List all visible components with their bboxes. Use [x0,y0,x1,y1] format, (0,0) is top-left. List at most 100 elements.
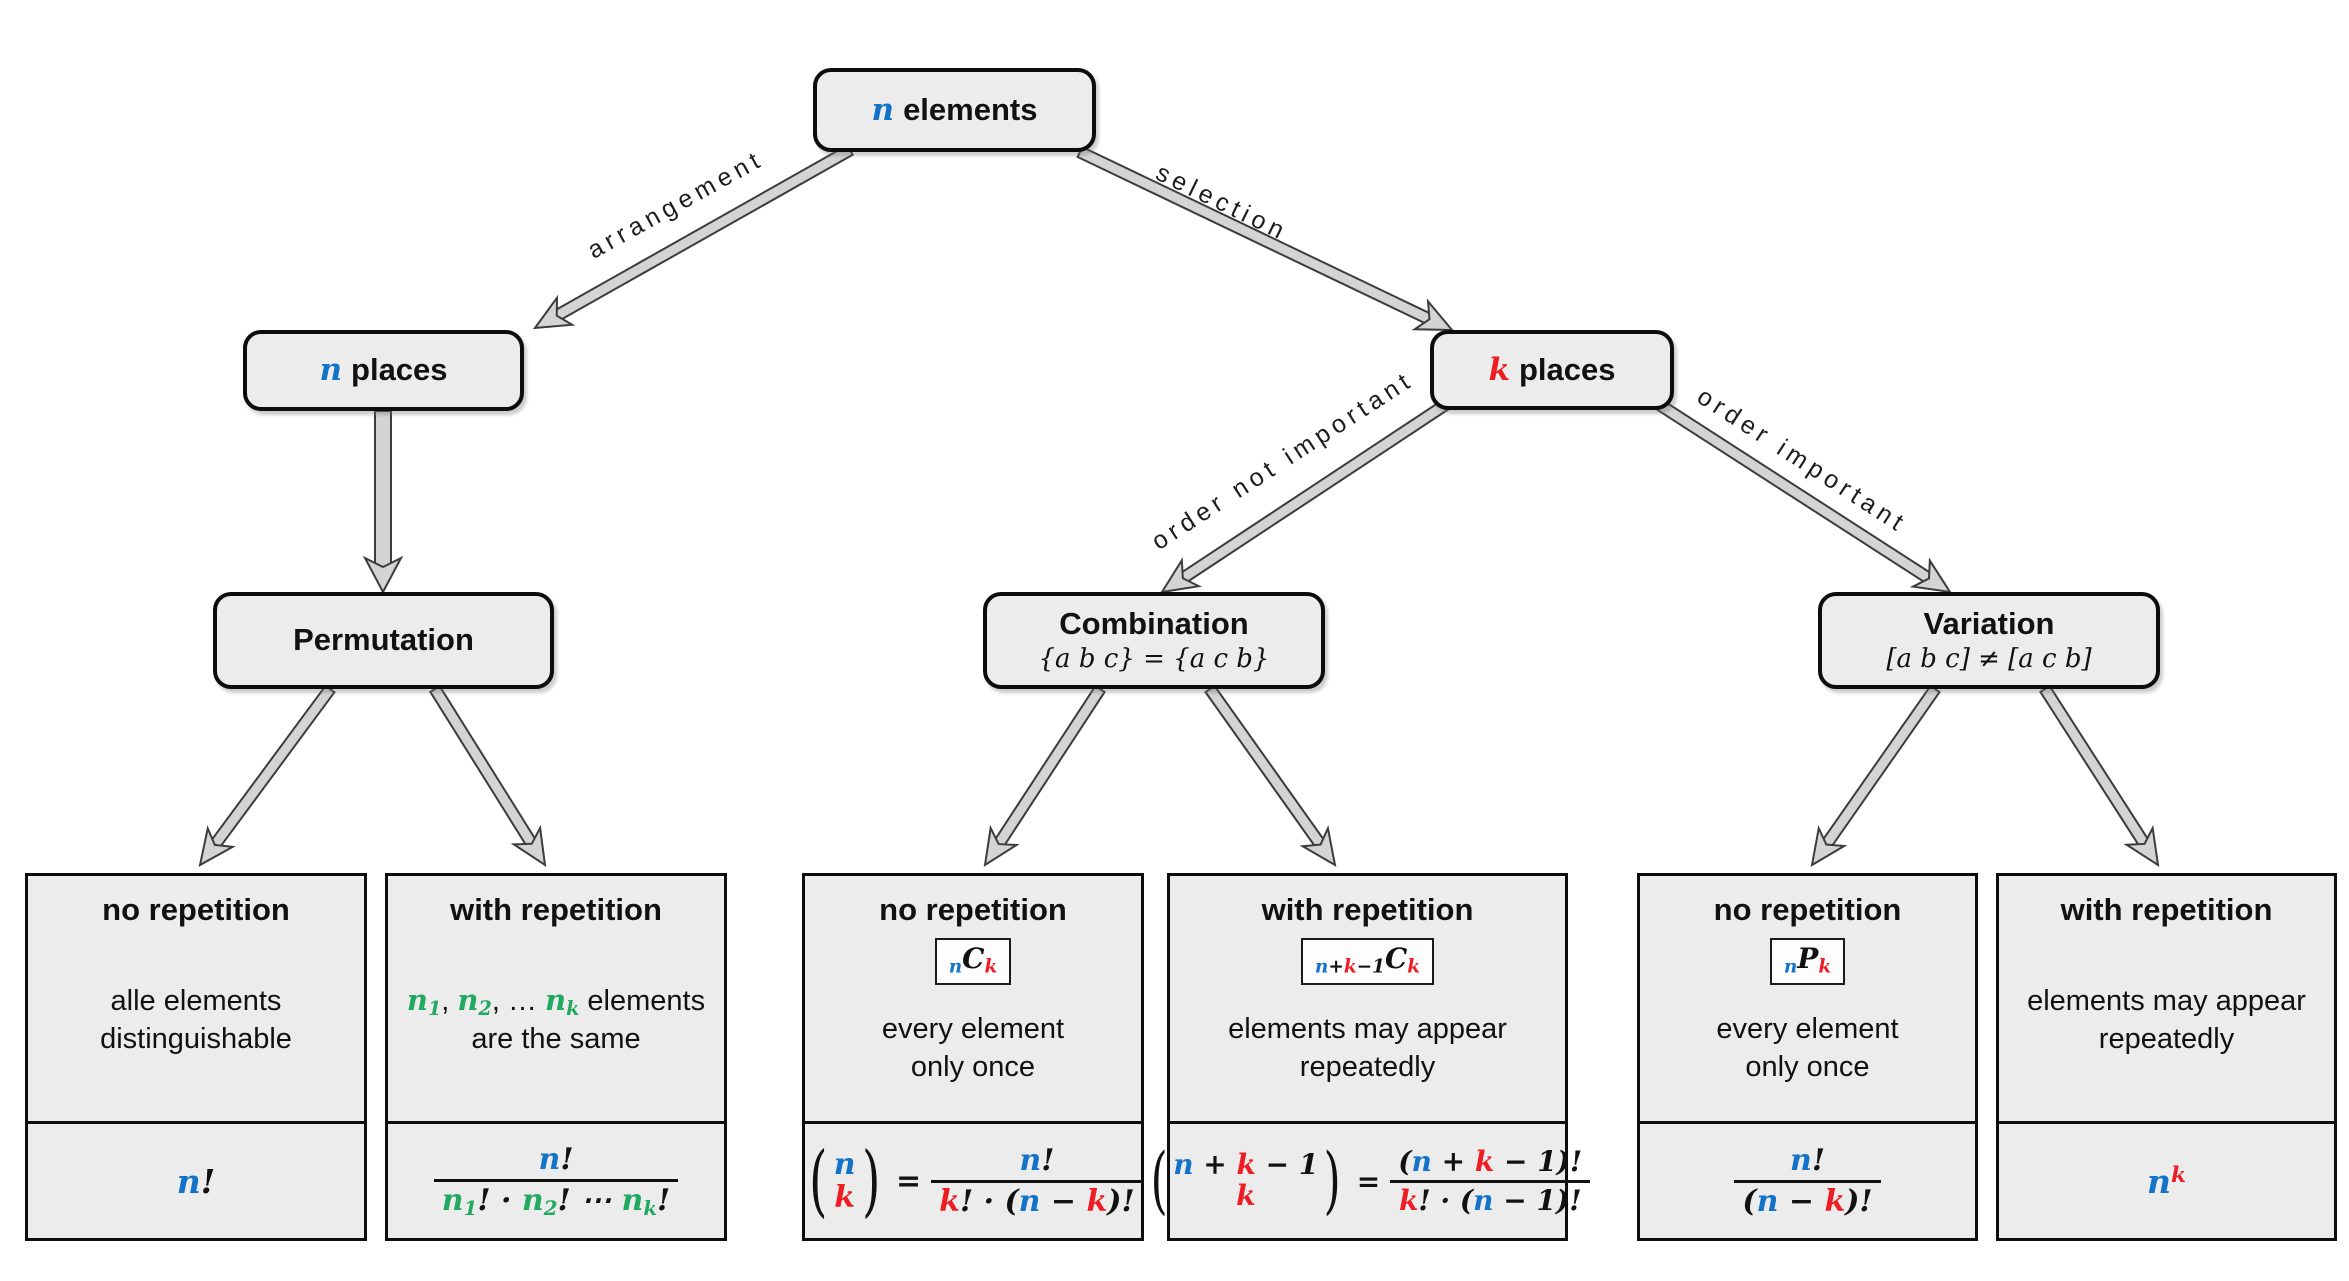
leaf-header: no repetition [879,892,1067,927]
formula-segment: k [1818,956,1832,978]
formula-segment: k [939,1183,960,1219]
formula-segment: n [1018,1183,1041,1219]
leaf-formula-section: n! [28,1121,364,1238]
leaf-description: every element only once [882,1011,1064,1094]
leaf-description: alle elements distinguishable [100,983,292,1066]
leaf-permutation-no-repetition: no repetition alle elements distinguisha… [25,873,367,1241]
fraction-bar [1734,1179,1881,1183]
formula-segment: repeatedly [1299,1050,1436,1083]
formula-segment: ! [200,1161,216,1201]
formula-segment: − 1)! [1493,1183,1582,1217]
arrow-arrangement [532,143,855,330]
node-combination-note: {a b c} = {a c b} [1038,644,1270,675]
formula-segment: ! · ( [1418,1183,1474,1217]
formula-segment: are the same [471,1023,641,1056]
arrow-combination-to-no-repetition [983,684,1106,868]
formula-segment: n [948,956,963,978]
formula-segment: n2 [521,1182,558,1220]
leaf-upper: with repetition n1, n2, … nk elements ar… [388,876,724,1121]
formula-segment: repeatedly [2098,1022,2235,1055]
formula-segment: every element [1716,1013,1899,1046]
formula-segment: ( [1742,1183,1757,1219]
arrow-variation-to-with-repetition [2038,684,2160,868]
formula-segment: k [1474,1144,1495,1178]
formula-variation: n! (n − k)! [1734,1142,1881,1221]
arrow-order-important [1655,398,1953,594]
node-text: places [1518,351,1616,387]
leaf-header: with repetition [1261,892,1474,927]
formula-segment: )! [1107,1183,1135,1219]
formula-segment: , [441,984,458,1017]
node-variation-note: [a b c] ≠ [a c b] [1886,644,2092,675]
leaf-formula-section: n! (n − k)! [1640,1121,1975,1238]
k-variable: k [1488,351,1510,388]
formula-segment: n [1019,1142,1042,1178]
formula-segment: P [1797,942,1819,975]
formula-segment: k [1086,1183,1108,1219]
formula-segment: − [1778,1183,1825,1219]
formula-segment: − [1040,1183,1087,1219]
formula-segment: every element [881,1013,1065,1046]
formula-segment: n [833,1147,856,1182]
formula-permutation-repetition: n! n1! · n2! ⋯ nk! [433,1141,679,1222]
formula-segment: n [1314,956,1329,978]
formula-segment: − 1)! [1494,1144,1583,1178]
formula-segment: only once [910,1050,1036,1083]
formula-segment: n [1783,956,1798,978]
fraction-bar [433,1178,679,1182]
leaf-permutation-with-repetition: with repetition n1, n2, … nk elements ar… [385,873,727,1241]
leaf-description: elements may appear repeatedly [2027,983,2306,1066]
formula-segment: nk [621,1182,658,1220]
leaf-description: every element only once [1716,1011,1898,1094]
formula-combination: ( n k ) = n! k! · (n − k)! [803,1135,1143,1226]
leaf-upper: no repetition nCk every element only onc… [805,876,1141,1121]
leaf-combination-no-repetition: no repetition nCk every element only onc… [802,873,1144,1241]
leaf-combination-with-repetition: with repetition n+k−1Ck elements may app… [1150,873,1591,1241]
formula-segment: k [1343,956,1357,978]
formula-segment: nk [545,982,580,1020]
formula-segment: + [1193,1148,1237,1182]
close-paren: ) [861,1135,880,1226]
formula-segment: n1 [406,982,442,1020]
formula-segment: alle elements [110,984,282,1017]
formula-segment: n [1173,1148,1194,1182]
formula-segment: ! [657,1182,671,1218]
formula-segment: n2 [457,982,492,1020]
formula-segment: k [834,1180,856,1215]
arrow-permutation-to-with-repetition [428,684,547,868]
formula-combination-repetition: ( n + k − 1 k ) = (n + k − 1)! k! · (n −… [1145,1144,1591,1218]
node-text: elements [903,91,1038,127]
node-text: places [351,352,448,388]
formula-segment: ! [560,1141,574,1177]
equals-sign: = [1356,1164,1381,1198]
formula-segment: k [1407,956,1421,978]
formula-segment: k [1236,1148,1256,1182]
n-variable: n [871,91,895,128]
node-variation: Variation [a b c] ≠ [a c b] [1818,592,2160,689]
leaf-upper: no repetition nPk every element only onc… [1640,876,1975,1121]
formula-segment: ! [1811,1142,1825,1178]
arrow-permutation-to-no-repetition [198,684,336,867]
formula-segment: k [1236,1179,1256,1212]
formula-segment: C [962,942,985,975]
leaf-header: with repetition [2060,892,2273,927]
formula-segment: n [2146,1161,2171,1201]
node-combination-title: Combination [1059,605,1249,641]
leaf-variation-no-repetition: no repetition nPk every element only onc… [1637,873,1978,1241]
formula-segment: n [176,1161,201,1201]
leaf-description: n1, n2, … nk elements are the same [407,982,705,1067]
node-permutation: Permutation [213,592,554,689]
formula-segment: C [1384,942,1408,975]
arrow-n-places-to-permutation [362,410,404,595]
formula-segment: k [984,956,998,978]
formula-n-factorial: n! [177,1162,216,1201]
badge-n-plus-k-minus-1-Ck: n+k−1Ck [1300,938,1435,985]
